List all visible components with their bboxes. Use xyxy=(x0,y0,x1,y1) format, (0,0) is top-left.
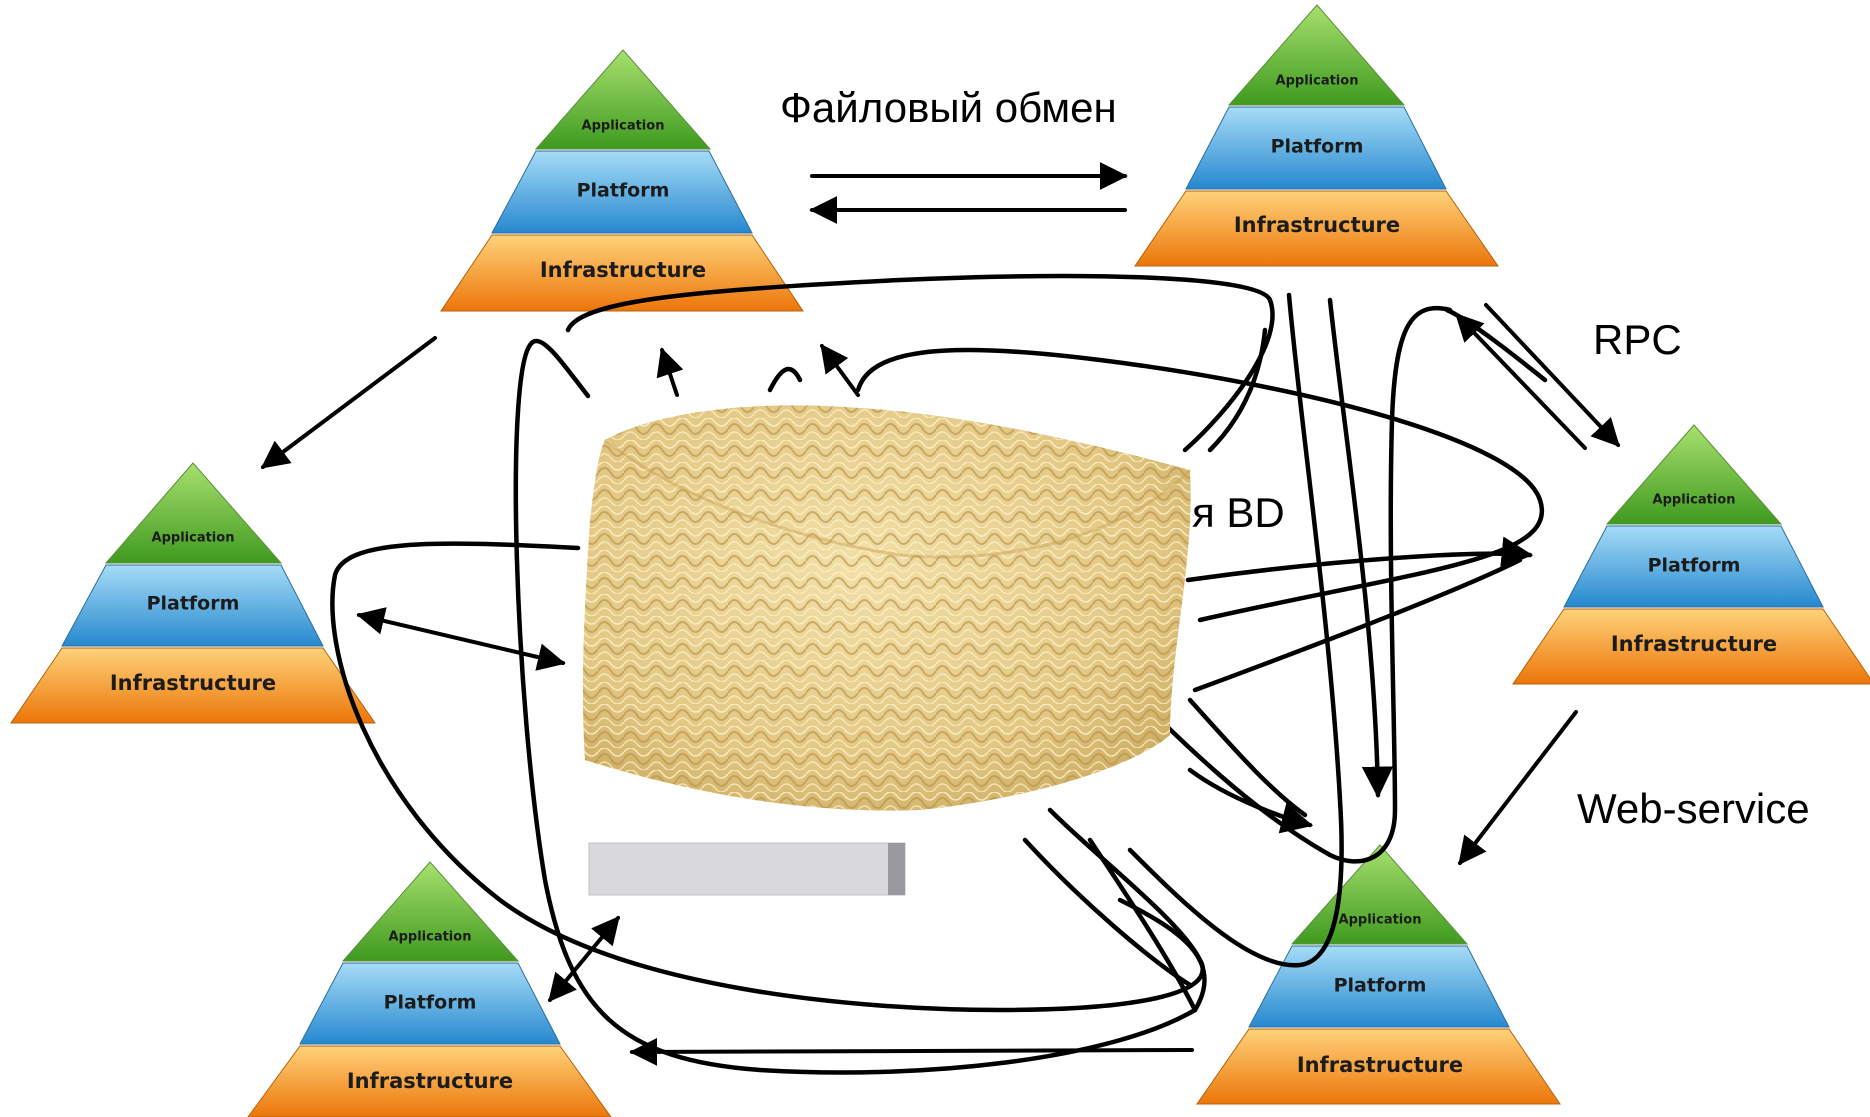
infrastructure-label: Infrastructure xyxy=(1611,632,1777,656)
infrastructure-label: Infrastructure xyxy=(540,258,706,282)
application-label: Application xyxy=(389,930,472,945)
web-service-caption: Web-service xyxy=(1577,785,1810,832)
infrastructure-label: Infrastructure xyxy=(1297,1053,1463,1077)
web-service-arrow xyxy=(1458,710,1578,866)
shared-db-caption: я BD xyxy=(1192,489,1285,536)
application-label: Application xyxy=(582,119,665,134)
pyramid-right: Application Platform Infrastructure xyxy=(1512,424,1870,685)
bottom-left-double-arrow xyxy=(548,915,620,1003)
arrow-up-topleft-1 xyxy=(656,347,684,397)
platform-label: Platform xyxy=(147,593,240,615)
noodle-block-image xyxy=(582,405,1192,896)
platform-label: Platform xyxy=(1334,975,1427,997)
arrow-topleft-to-left xyxy=(260,336,437,469)
pyramid-bottom-left: Application Platform Infrastructure xyxy=(247,861,612,1117)
infrastructure-label: Infrastructure xyxy=(110,671,276,695)
pyramid-bottom-right: Application Platform Infrastructure xyxy=(1196,844,1561,1105)
application-label: Application xyxy=(152,531,235,546)
platform-label: Platform xyxy=(577,180,670,202)
rpc-arrow-down xyxy=(1484,303,1620,448)
rpc-arrow-up xyxy=(1455,312,1587,450)
platform-label: Platform xyxy=(1271,136,1364,158)
platform-label: Platform xyxy=(384,992,477,1014)
tangled-connections xyxy=(330,273,1548,1075)
platform-label: Platform xyxy=(1648,555,1741,577)
pyramid-left: Application Platform Infrastructure xyxy=(10,462,376,724)
arrow-up-topleft-2 xyxy=(820,343,860,397)
pyramid-top-right: Application Platform Infrastructure xyxy=(1134,4,1499,267)
application-label: Application xyxy=(1653,493,1736,508)
application-label: Application xyxy=(1276,74,1359,89)
infrastructure-label: Infrastructure xyxy=(347,1069,513,1093)
rpc-caption: RPC xyxy=(1593,316,1682,363)
file-exchange-caption: Файловый обмен xyxy=(780,84,1117,131)
bottom-arrow-to-bottom-left xyxy=(629,1037,1194,1066)
pyramid-top-left: Application Platform Infrastructure xyxy=(440,49,804,312)
infrastructure-label: Infrastructure xyxy=(1234,213,1400,237)
left-double-arrow xyxy=(356,607,566,671)
application-label: Application xyxy=(1339,913,1422,928)
